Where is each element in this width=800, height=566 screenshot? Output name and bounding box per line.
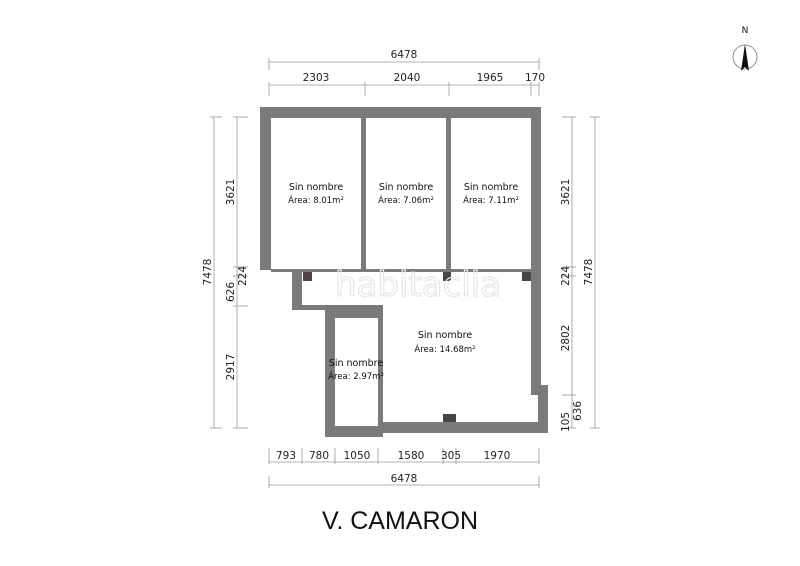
top-dim-4: 170 (525, 72, 545, 84)
room-3-area: Área: 7.11m² (463, 194, 519, 206)
right-dim-4: 105 (560, 412, 572, 432)
bottom-dim-4: 1580 (398, 450, 425, 462)
left-dimensions: 7478 3621 224 626 2917 (202, 116, 249, 429)
right-dim-1: 3621 (560, 179, 572, 206)
watermark: habitaclia (335, 265, 501, 305)
left-dim-4: 2917 (225, 354, 237, 381)
bottom-dim-1: 793 (276, 450, 296, 462)
compass-north-label: N (742, 26, 749, 36)
bottom-dim-3: 1050 (344, 450, 371, 462)
top-dimensions: 6478 2303 2040 1965 170 (268, 49, 545, 96)
top-dim-3: 1965 (477, 72, 504, 84)
bottom-dimensions: 793 780 1050 1580 305 1970 6478 (268, 448, 540, 488)
plan-title: V. CAMARON (322, 507, 478, 535)
bottom-total-dim: 6478 (391, 473, 418, 485)
room-2-name: Sin nombre (379, 182, 434, 193)
room-3-name: Sin nombre (464, 182, 519, 193)
right-total-dim: 7478 (583, 259, 595, 286)
compass: N (732, 26, 758, 71)
room-interiors (271, 118, 538, 426)
north-arrow-icon (741, 44, 749, 71)
top-dim-1: 2303 (303, 72, 330, 84)
left-dim-3: 626 (225, 282, 237, 302)
room-2-area: Área: 7.06m² (378, 194, 434, 206)
room-5-area: Área: 2.97m² (328, 370, 384, 382)
columns (303, 272, 531, 422)
room-1-area: Área: 8.01m² (288, 194, 344, 206)
room-5-name: Sin nombre (329, 358, 384, 369)
left-dim-1: 3621 (225, 179, 237, 206)
room-4-area: Área: 14.68m² (414, 343, 475, 355)
bottom-dim-6: 1970 (484, 450, 511, 462)
left-dim-2: 224 (237, 266, 249, 286)
right-dim-3: 2802 (560, 325, 572, 352)
left-total-dim: 7478 (202, 259, 214, 286)
room-4-name: Sin nombre (418, 330, 473, 341)
right-dim-2: 224 (560, 266, 572, 286)
top-total-dim: 6478 (391, 49, 418, 61)
room-labels: Sin nombre Área: 8.01m² Sin nombre Área:… (288, 182, 519, 382)
top-dim-2: 2040 (394, 72, 421, 84)
right-dim-5: 636 (572, 401, 584, 421)
bottom-dim-5: 305 (441, 450, 461, 462)
bottom-dim-2: 780 (309, 450, 329, 462)
right-dimensions: 3621 224 2802 105 636 7478 (560, 116, 600, 432)
room-1-name: Sin nombre (289, 182, 344, 193)
